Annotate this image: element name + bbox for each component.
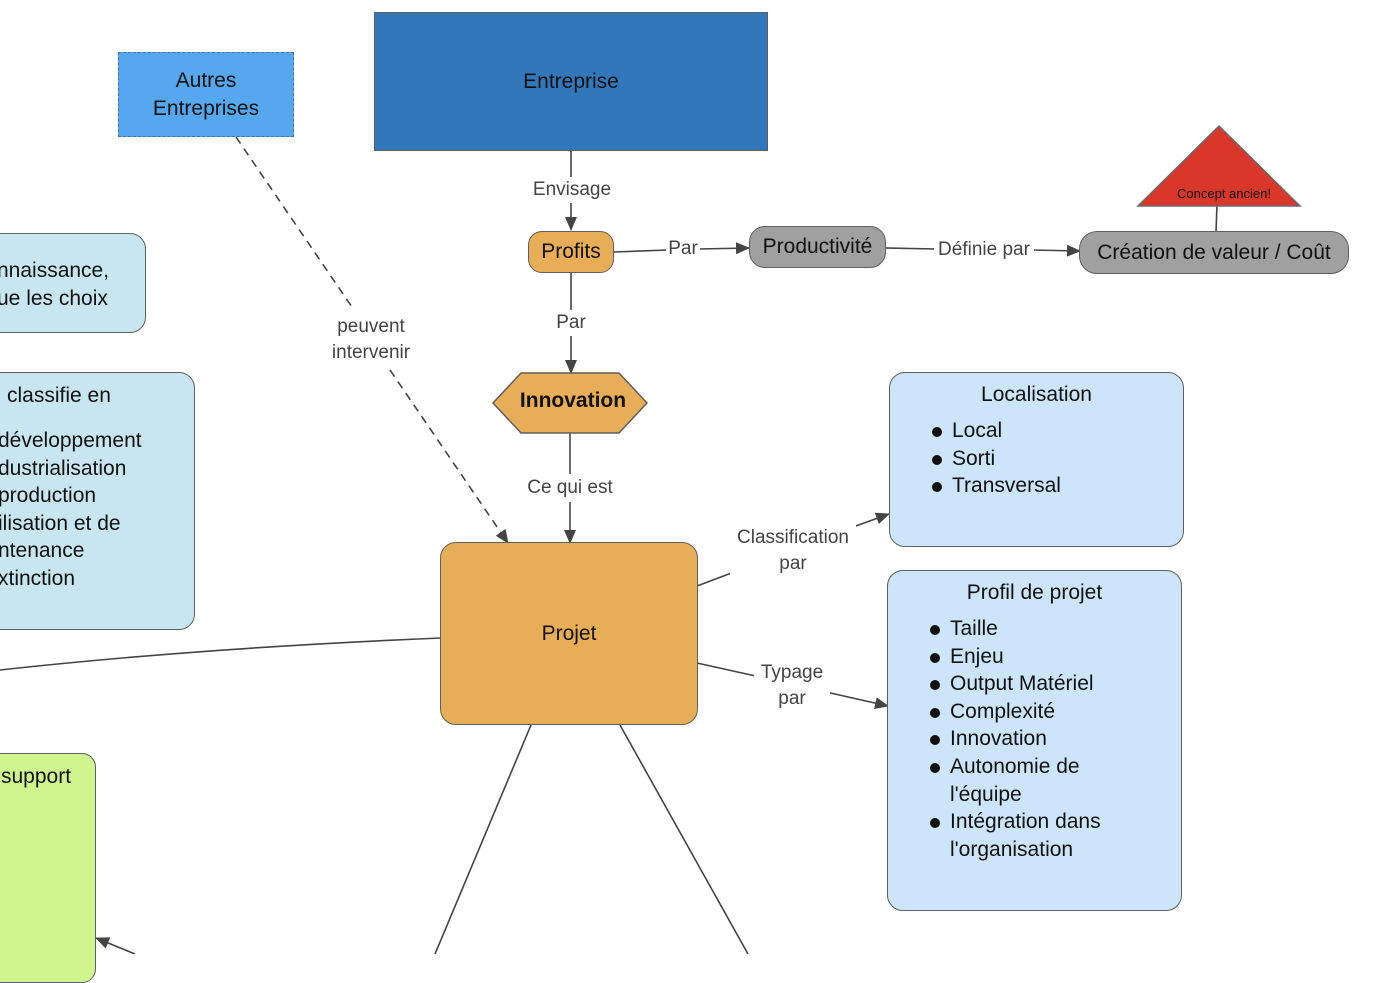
list-item: Intégration dans l'organisation — [930, 808, 1181, 863]
classifie-item: ntenance — [0, 539, 85, 563]
list-item: Autonomie de l'équipe — [930, 753, 1181, 808]
profits-label: Profits — [541, 240, 601, 263]
edge-label-definie-par: Définie par — [934, 237, 1034, 263]
edge-label-classification-par: Classification par — [730, 525, 856, 577]
classifie-item: xtinction — [0, 566, 76, 590]
connaissance-line2: ue les choix — [0, 286, 108, 310]
edge-label-par-innovation: Par — [551, 310, 591, 336]
connection-lines — [0, 136, 1218, 954]
edge-peuvent-intervenir — [235, 136, 355, 311]
concept-ancien-label: Concept ancien! — [1177, 186, 1271, 201]
autres-entreprises-line2: Entreprises — [152, 96, 260, 120]
creation-valeur-node[interactable]: Création de valeur / Coût — [1079, 231, 1349, 274]
edge-label-envisage: Envisage — [527, 177, 617, 203]
projet-node[interactable]: Projet — [440, 542, 698, 725]
autres-entreprises-line1: Autres — [175, 68, 237, 92]
productivite-node[interactable]: Productivité — [749, 226, 886, 268]
profil-projet-node[interactable]: Profil de projet Taille Enjeu Output Mat… — [887, 570, 1182, 911]
connaissance-line1: nnaissance, — [0, 259, 110, 282]
projet-label: Projet — [541, 621, 597, 645]
edge-projet-bottom-left — [434, 724, 532, 954]
edge-label-line: Classification — [737, 527, 849, 548]
profil-projet-title: Profil de projet — [966, 581, 1103, 604]
support-node[interactable]: support — [0, 753, 96, 983]
profits-node[interactable]: Profits — [528, 231, 614, 273]
list-item: Local — [932, 417, 1183, 445]
edge-definie-par — [885, 247, 937, 250]
productivite-label: Productivité — [762, 235, 873, 258]
localisation-node[interactable]: Localisation Local Sorti Transversal — [889, 372, 1184, 547]
classifie-item: production — [0, 484, 97, 508]
list-item: Transversal — [932, 472, 1183, 500]
list-item: Sorti — [932, 445, 1183, 473]
list-item: Enjeu — [930, 643, 1181, 671]
edge-label-typage-par: Typage par — [754, 660, 830, 712]
classifie-item: ilisation et de — [0, 511, 121, 535]
profil-projet-list: Taille Enjeu Output Matériel Complexité … — [888, 615, 1181, 863]
edge-classification-par — [696, 571, 735, 587]
edge-projet-bottom-right — [619, 724, 749, 954]
entreprise-node[interactable]: Entreprise — [374, 12, 768, 151]
entreprise-label: Entreprise — [523, 69, 619, 93]
edge-projet-left — [0, 637, 442, 671]
list-item: Output Matériel — [930, 670, 1181, 698]
edge-label-line: peuvent — [337, 316, 405, 337]
concept-ancien-node[interactable] — [1136, 124, 1302, 208]
edge-label-line: par — [779, 553, 807, 574]
support-label: support — [1, 765, 72, 788]
edge-typage-par — [696, 662, 761, 678]
edge-label-line: intervenir — [331, 342, 411, 363]
list-item: Complexité — [930, 698, 1181, 726]
list-item: Innovation — [930, 725, 1181, 753]
edge-label-line: Typage — [760, 662, 824, 683]
classifie-item: développement — [0, 429, 142, 452]
edge-into-support — [95, 937, 136, 954]
localisation-title: Localisation — [981, 383, 1092, 406]
edge-concept-ancien — [1215, 203, 1218, 233]
creation-valeur-label: Création de valeur / Coût — [1097, 240, 1331, 264]
autres-entreprises-node[interactable]: Autres Entreprises — [118, 52, 294, 137]
edge-par-productivite — [613, 249, 669, 253]
edge-label-line: par — [778, 688, 806, 709]
classifie-item: dustrialisation — [0, 456, 127, 480]
edge-label-par-productivite: Par — [666, 236, 700, 262]
classifie-node[interactable]: classifie en développement dustrialisati… — [0, 372, 195, 630]
localisation-list: Local Sorti Transversal — [890, 417, 1183, 500]
edge-label-ce-qui-est: Ce qui est — [520, 475, 620, 501]
innovation-label: Innovation — [519, 389, 627, 412]
list-item: Taille — [930, 615, 1181, 643]
classifie-title: classifie en — [7, 384, 111, 407]
edge-label-peuvent-intervenir: peuvent intervenir — [322, 314, 420, 366]
connaissance-node[interactable]: nnaissance, ue les choix — [0, 233, 146, 333]
innovation-node[interactable] — [491, 372, 649, 434]
